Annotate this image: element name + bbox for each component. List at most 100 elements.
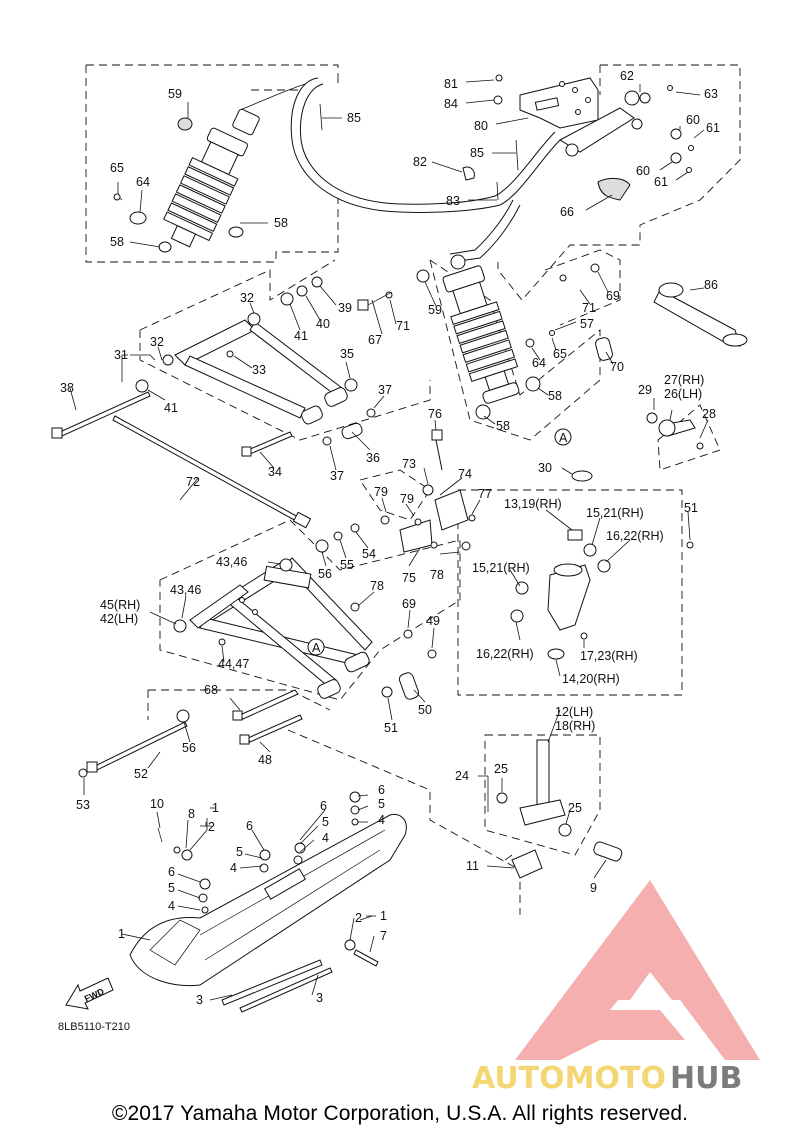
parts-diagram: FWD [51, 64, 760, 1096]
callout: 58 [548, 389, 562, 403]
callout: 6 [378, 783, 385, 797]
callout: 9 [590, 881, 597, 895]
callout: 51 [384, 721, 398, 735]
watermark-text-part1: AUTOMOTO [472, 1061, 666, 1096]
callout: 4 [230, 861, 237, 875]
callout-labels: 59 85 65 64 58 58 81 84 80 62 63 60 61 6… [60, 69, 720, 1007]
callout: 60 [686, 113, 700, 127]
callout: 4 [378, 813, 385, 827]
callout: 16,22(RH) [606, 529, 664, 543]
callout: 1 [380, 909, 387, 923]
callout: 71 [396, 319, 410, 333]
callout: 56 [318, 567, 332, 581]
rear-shock-absorber-center [357, 263, 613, 420]
callout: 3 [196, 993, 203, 1007]
rail-bar [290, 77, 561, 283]
callout: 45(RH) [100, 598, 140, 612]
spindle-knuckle [510, 412, 704, 660]
callout: 42(LH) [100, 612, 138, 626]
callout: 58 [110, 235, 124, 249]
callout: 77 [478, 487, 492, 501]
callout: 43,46 [216, 555, 247, 569]
lower-a-frame [78, 557, 437, 778]
callout: 76 [428, 407, 442, 421]
callout: 51 [684, 501, 698, 515]
callout: 32 [150, 335, 164, 349]
callout: 15,21(RH) [586, 506, 644, 520]
callout: 64 [532, 356, 546, 370]
callout: 81 [444, 77, 458, 91]
callout: 5 [378, 797, 385, 811]
callout: 37 [330, 469, 344, 483]
callout: A [312, 641, 321, 655]
callout: 69 [606, 289, 620, 303]
callout: 40 [316, 317, 330, 331]
callout: 61 [654, 175, 668, 189]
callout: 29 [638, 383, 652, 397]
fwd-arrow-icon: FWD [65, 977, 114, 1010]
callout: 75 [402, 571, 416, 585]
callout: 68 [204, 683, 218, 697]
bracket-upper [319, 74, 694, 201]
callout: 69 [402, 597, 416, 611]
callout: 8 [188, 807, 195, 821]
callout: 65 [110, 161, 124, 175]
callout: 7 [380, 929, 387, 943]
callout: 24 [455, 769, 469, 783]
callout: 48 [258, 753, 272, 767]
callout: 53 [76, 798, 90, 812]
callout: 31 [114, 348, 128, 362]
callout: 65 [553, 347, 567, 361]
callout: 30 [538, 461, 552, 475]
upper-arm-assembly [51, 276, 376, 457]
long-shaft [112, 415, 312, 529]
callout: 50 [418, 703, 432, 717]
callout: 5 [168, 881, 175, 895]
callout: 56 [182, 741, 196, 755]
callout: 2 [355, 911, 362, 925]
callout: A [559, 431, 568, 445]
callout: 11 [466, 859, 479, 873]
callout: 73 [402, 457, 416, 471]
callout: 16,22(RH) [476, 647, 534, 661]
callout: 59 [428, 303, 442, 317]
callout: 5 [236, 845, 243, 859]
callout: 52 [134, 767, 148, 781]
callout: 25 [494, 762, 508, 776]
callout: 12(LH) [555, 705, 593, 719]
callout: 4 [168, 899, 175, 913]
callout: 71 [582, 301, 596, 315]
ski [129, 791, 407, 1013]
callout: 78 [430, 568, 444, 582]
callout: 66 [560, 205, 574, 219]
callout: 5 [322, 815, 329, 829]
callout: 6 [168, 865, 175, 879]
callout: 83 [446, 194, 460, 208]
watermark-text-part2: HUB [670, 1061, 742, 1096]
callout: 44,47 [218, 657, 249, 671]
callout: 6 [246, 819, 253, 833]
callout: 61 [706, 121, 720, 135]
callout: 14,20(RH) [562, 672, 620, 686]
lever-assembly [653, 282, 748, 347]
callout: 25 [568, 801, 582, 815]
callout: 41 [164, 401, 178, 415]
callout: 33 [252, 363, 266, 377]
callout: 2 [208, 820, 215, 834]
callout: 28 [702, 407, 716, 421]
callout: 79 [400, 492, 414, 506]
callout: 6 [320, 799, 327, 813]
callout: 1 [118, 927, 125, 941]
callout: 70 [610, 360, 624, 374]
callout: 57 [580, 317, 594, 331]
copyright-notice: ©2017 Yamaha Motor Corporation, U.S.A. A… [111, 1102, 689, 1125]
callout: 3 [316, 991, 323, 1005]
callout: 82 [413, 155, 427, 169]
callout: 10 [150, 797, 164, 811]
callout: 49 [426, 614, 440, 628]
callout: 62 [620, 69, 634, 83]
callout: 80 [474, 119, 488, 133]
callout: 60 [636, 164, 650, 178]
callout: 17,23(RH) [580, 649, 638, 663]
callout: 55 [340, 558, 354, 572]
